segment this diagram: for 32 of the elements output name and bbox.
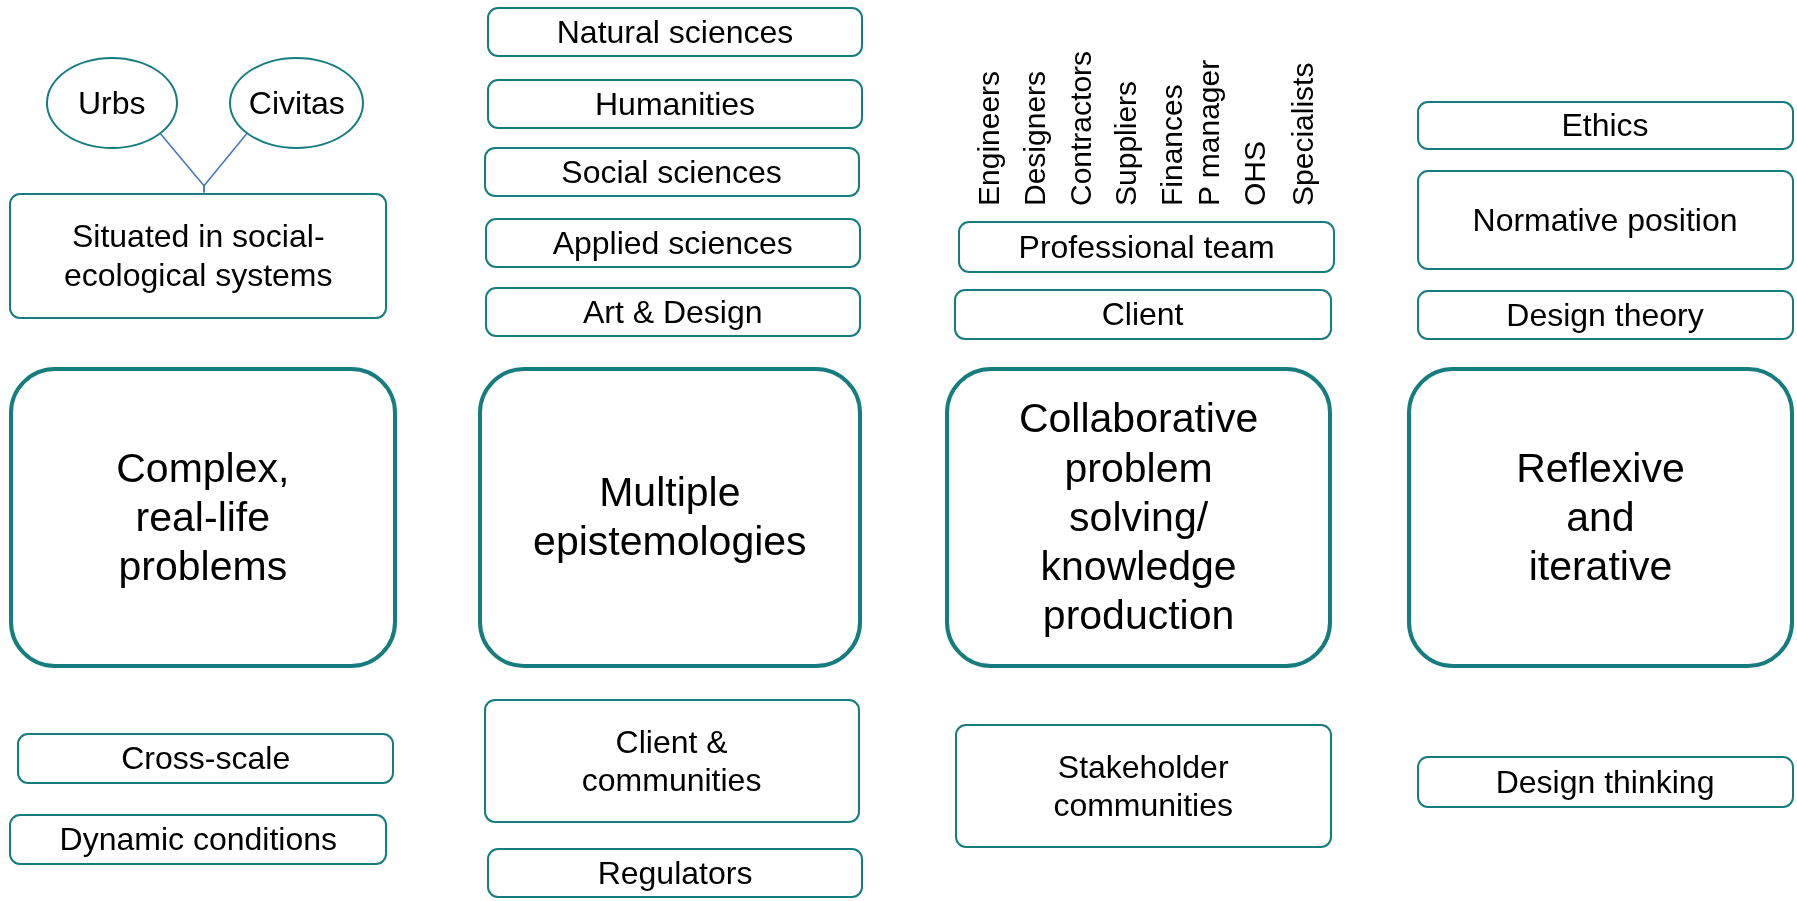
- text-box: Art & Design: [484, 286, 861, 337]
- text-box: Design thinking: [1416, 756, 1794, 808]
- text-box: Client & communities: [483, 699, 860, 823]
- rotated-label: Finances: [1155, 84, 1190, 207]
- text-box: Normative position: [1416, 169, 1794, 271]
- text-box: Design theory: [1416, 289, 1794, 341]
- text-box: Cross-scale: [17, 733, 395, 784]
- text-box: Dynamic conditions: [9, 813, 388, 866]
- rotated-label: Specialists: [1285, 62, 1320, 207]
- theme-box: Multiple epistemologies: [477, 366, 862, 669]
- text-box: Client: [953, 288, 1332, 341]
- circle-node: Urbs: [45, 57, 178, 149]
- theme-box: Collaborative problem solving/ knowledge production: [945, 366, 1332, 669]
- text-box: Applied sciences: [484, 217, 861, 269]
- text-box: Humanities: [487, 79, 863, 130]
- text-box: Ethics: [1416, 100, 1794, 151]
- rotated-label: Suppliers: [1109, 81, 1144, 207]
- rotated-label: Designers: [1017, 71, 1052, 207]
- text-box: Regulators: [487, 848, 863, 899]
- theme-box: Complex, real-life problems: [9, 366, 397, 669]
- text-box: Social sciences: [483, 146, 860, 198]
- rotated-label: P manager: [1191, 60, 1226, 207]
- text-box: Stakeholder communities: [954, 724, 1332, 849]
- rotated-label: OHS: [1237, 141, 1272, 207]
- text-box: Natural sciences: [487, 6, 863, 58]
- text-box: Situated in social-ecological systems: [9, 192, 388, 319]
- theme-box: Reflexive and iterative: [1407, 366, 1794, 669]
- rotated-label: Contractors: [1063, 51, 1098, 207]
- text-box: Professional team: [958, 221, 1336, 273]
- circle-node: Civitas: [229, 57, 365, 149]
- connector-line: [203, 132, 249, 194]
- rotated-label: Engineers: [971, 71, 1006, 207]
